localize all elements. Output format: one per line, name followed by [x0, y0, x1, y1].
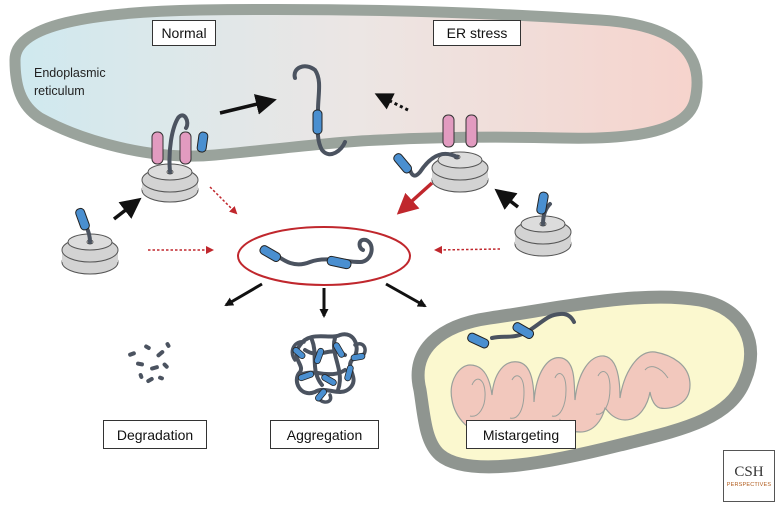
ribosome-cytosol-left [61, 207, 119, 275]
arrow-red-dotted-from-translocon [209, 186, 238, 215]
arrow-to-translocon-er-stress [494, 188, 520, 210]
label-normal: Normal [152, 20, 216, 46]
logo-main-text: CSH [734, 463, 764, 480]
arrow-dotted-er-stress [374, 93, 409, 112]
arrow-to-mistargeting [385, 282, 427, 308]
ribosome-normal [141, 163, 199, 203]
nascent-chain-normal [167, 113, 209, 174]
mislocalized-protein [237, 226, 411, 286]
arrow-to-degradation [224, 282, 263, 307]
arrow-red-dotted-from-right [434, 245, 501, 254]
ribosome-er-stress [431, 151, 489, 193]
translocon-normal [151, 131, 192, 165]
label-er-stress: ER stress [433, 20, 521, 46]
ribosome-cytosol-right [514, 191, 572, 257]
arrow-into-er-normal [219, 94, 277, 115]
protein-aggregate [290, 332, 367, 404]
label-mistargeting: Mistargeting [466, 420, 576, 449]
logo-sub-text: PERSPECTIVES [726, 481, 772, 488]
label-er-line2: reticulum [34, 84, 85, 98]
nascent-chain-er-stress [393, 151, 459, 178]
label-endoplasmic-reticulum: Endoplasmic reticulum [34, 64, 106, 100]
label-aggregation: Aggregation [270, 420, 379, 449]
arrow-red-er-stress [396, 181, 434, 215]
translocon-er-stress [442, 114, 478, 148]
label-degradation: Degradation [103, 420, 207, 449]
arrow-to-translocon-normal [112, 197, 142, 221]
folded-protein-in-er [292, 64, 347, 157]
endoplasmic-reticulum [9, 3, 703, 162]
mistargeted-protein [467, 311, 576, 349]
label-er-line1: Endoplasmic [34, 66, 106, 80]
csh-perspectives-logo: CSH PERSPECTIVES [723, 450, 775, 502]
degradation-fragments [128, 342, 171, 383]
